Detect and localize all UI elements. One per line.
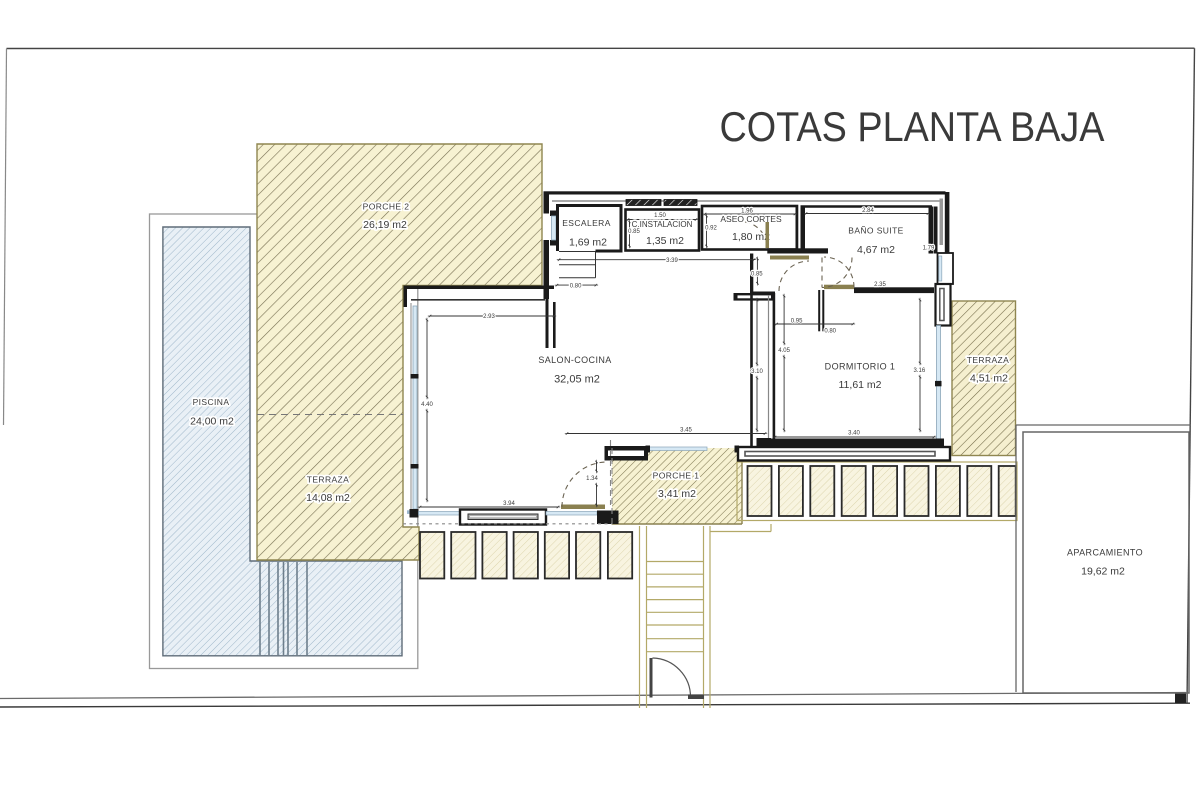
svg-text:BAÑO SUITE: BAÑO SUITE <box>848 226 903 236</box>
svg-text:0.85: 0.85 <box>628 229 640 235</box>
svg-text:3.39: 3.39 <box>666 258 678 264</box>
svg-text:2.93: 2.93 <box>483 314 495 320</box>
svg-text:19,62 m2: 19,62 m2 <box>1081 566 1125 578</box>
svg-text:4.05: 4.05 <box>778 348 790 354</box>
svg-text:24,00 m2: 24,00 m2 <box>190 416 234 428</box>
svg-text:2.35: 2.35 <box>874 282 886 288</box>
svg-text:DORMITORIO 1: DORMITORIO 1 <box>825 362 896 372</box>
svg-text:PORCHE 1: PORCHE 1 <box>653 471 700 481</box>
svg-text:PORCHE 2: PORCHE 2 <box>363 202 410 212</box>
svg-text:4,51 m2: 4,51 m2 <box>970 373 1008 385</box>
svg-text:26,19 m2: 26,19 m2 <box>363 219 407 231</box>
svg-text:3.10: 3.10 <box>751 369 763 375</box>
svg-text:0.80: 0.80 <box>824 328 836 334</box>
svg-text:TERRAZA: TERRAZA <box>307 475 349 485</box>
svg-text:3.40: 3.40 <box>848 431 860 437</box>
svg-text:3.16: 3.16 <box>914 368 926 374</box>
svg-text:1,80 m2: 1,80 m2 <box>732 231 770 243</box>
svg-text:32,05 m2: 32,05 m2 <box>554 374 600 386</box>
svg-text:SALON-COCINA: SALON-COCINA <box>538 355 611 365</box>
svg-text:3,41 m2: 3,41 m2 <box>658 488 696 500</box>
svg-text:0.85: 0.85 <box>751 271 763 277</box>
svg-text:3.94: 3.94 <box>503 501 515 507</box>
svg-text:1.79: 1.79 <box>923 246 935 252</box>
svg-text:ASEO CORTES: ASEO CORTES <box>720 214 782 224</box>
svg-text:0.80: 0.80 <box>570 283 582 289</box>
svg-text:1.50: 1.50 <box>654 213 666 219</box>
svg-text:1,35 m2: 1,35 m2 <box>646 235 684 247</box>
svg-text:11,61 m2: 11,61 m2 <box>839 379 882 391</box>
svg-text:PISCINA: PISCINA <box>193 397 230 407</box>
svg-text:TERRAZA: TERRAZA <box>967 355 1009 365</box>
svg-text:3.45: 3.45 <box>680 428 692 434</box>
svg-text:0.95: 0.95 <box>791 318 803 324</box>
svg-text:0.92: 0.92 <box>705 226 717 232</box>
svg-text:4.40: 4.40 <box>421 402 433 408</box>
svg-text:C.INSTALACION: C.INSTALACION <box>632 220 693 229</box>
svg-text:COTAS PLANTA BAJA: COTAS PLANTA BAJA <box>720 103 1105 150</box>
svg-text:1.96: 1.96 <box>741 209 753 215</box>
svg-text:1.34: 1.34 <box>586 476 598 482</box>
svg-text:14,08 m2: 14,08 m2 <box>306 492 350 504</box>
svg-text:1,69 m2: 1,69 m2 <box>569 237 607 249</box>
svg-text:2.84: 2.84 <box>862 208 874 214</box>
svg-text:ESCALERA: ESCALERA <box>562 218 611 228</box>
svg-text:4,67 m2: 4,67 m2 <box>857 244 895 256</box>
svg-text:APARCAMIENTO: APARCAMIENTO <box>1067 548 1143 558</box>
